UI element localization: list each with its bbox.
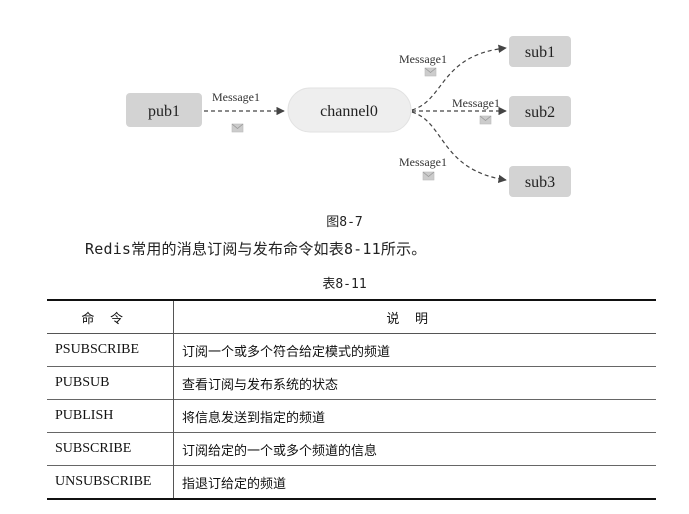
table-row: PSUBSCRIBE 订阅一个或多个符合给定模式的频道 bbox=[47, 333, 656, 367]
description-cell: 查看订阅与发布系统的状态 bbox=[182, 377, 339, 393]
command-cell: PSUBSCRIBE bbox=[47, 333, 174, 367]
command-cell: PUBSUB bbox=[47, 366, 174, 400]
pubsub-diagram: pub1 channel0 sub1 sub2 sub3 Message1 Me… bbox=[126, 36, 571, 197]
subscriber-node-2: sub2 bbox=[509, 96, 571, 127]
subscriber-label-2: sub2 bbox=[525, 104, 555, 121]
description-cell: 订阅一个或多个符合给定模式的频道 bbox=[182, 344, 391, 360]
figure-caption: 图8-7 bbox=[326, 215, 363, 230]
table-caption: 表8-11 bbox=[322, 277, 367, 292]
message-label-pub: Message1 bbox=[212, 90, 260, 104]
header-description: 说明 bbox=[386, 311, 444, 327]
command-cell: PUBLISH bbox=[47, 399, 174, 433]
description-cell: 订阅给定的一个或多个频道的信息 bbox=[182, 443, 378, 459]
command-cell: SUBSCRIBE bbox=[47, 432, 174, 466]
subscriber-node-3: sub3 bbox=[509, 166, 571, 197]
command-cell: UNSUBSCRIBE bbox=[47, 465, 174, 499]
command-table: 命令 说明 PSUBSCRIBE 订阅一个或多个符合给定模式的频道 PUBSUB… bbox=[47, 299, 656, 500]
table-row: PUBSUB 查看订阅与发布系统的状态 bbox=[47, 366, 656, 400]
body-paragraph: Redis常用的消息订阅与发布命令如表8-11所示。 bbox=[85, 240, 427, 258]
table-row: UNSUBSCRIBE 指退订给定的频道 bbox=[47, 465, 656, 499]
envelope-icon bbox=[479, 115, 492, 125]
description-cell: 指退订给定的频道 bbox=[182, 476, 287, 492]
table-row: SUBSCRIBE 订阅给定的一个或多个频道的信息 bbox=[47, 432, 656, 466]
channel-label: channel0 bbox=[320, 103, 378, 120]
table-row: PUBLISH 将信息发送到指定的频道 bbox=[47, 399, 656, 433]
table-header-row: 命令 说明 bbox=[47, 300, 656, 334]
subscriber-node-1: sub1 bbox=[509, 36, 571, 67]
channel-node: channel0 bbox=[287, 87, 412, 133]
subscriber-label-3: sub3 bbox=[525, 174, 555, 191]
envelope-icon bbox=[231, 123, 244, 133]
message-label-sub1: Message1 bbox=[399, 52, 447, 66]
header-command: 命令 bbox=[47, 300, 174, 334]
envelope-icon bbox=[424, 67, 437, 77]
publisher-node: pub1 bbox=[126, 93, 202, 127]
envelope-icon bbox=[422, 171, 435, 181]
description-cell: 将信息发送到指定的频道 bbox=[182, 410, 326, 426]
message-label-sub3: Message1 bbox=[399, 155, 447, 169]
subscriber-label-1: sub1 bbox=[525, 44, 555, 61]
message-label-sub2: Message1 bbox=[452, 96, 500, 110]
arrow-channel-to-sub3 bbox=[411, 111, 507, 184]
publisher-label: pub1 bbox=[148, 103, 180, 120]
